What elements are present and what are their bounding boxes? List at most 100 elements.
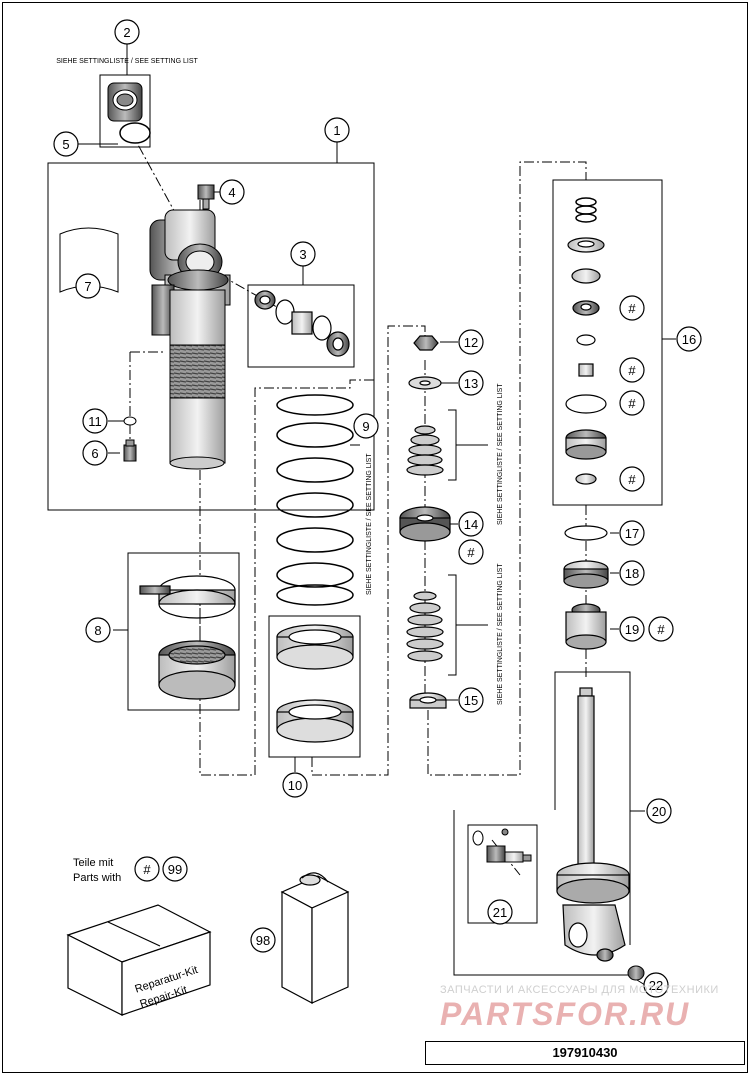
box-shock-assembly: [47, 162, 375, 511]
callout-20: 20: [646, 798, 672, 824]
callout-6: 6: [82, 440, 108, 466]
callout-16-hash-d: #: [619, 466, 645, 492]
setting-note-lower-stack: SIEHE SETTINGLISTE / SEE SETTING LIST: [497, 563, 504, 705]
item-17-o-ring: [564, 525, 608, 541]
svg-text:7: 7: [84, 279, 91, 294]
svg-text:#: #: [143, 862, 151, 877]
group-boxes: [47, 74, 663, 976]
item-7-label-sheet: [59, 227, 119, 293]
watermark-logo: PARTSFOR.RU: [440, 996, 691, 1032]
callout-21: 21: [487, 899, 513, 925]
box-item-20-right: [554, 671, 631, 945]
item-10-spring-seats: [276, 624, 354, 743]
callout-1: 1: [324, 117, 350, 143]
svg-text:5: 5: [62, 137, 69, 152]
callout-10: 10: [282, 772, 308, 798]
callout-14-hash: #: [458, 539, 484, 565]
callout-11: 11: [82, 408, 108, 434]
setting-note-item-9: SIEHE SETTINGLISTE / SEE SETTING LIST: [366, 453, 373, 595]
item-9-spring: [276, 394, 354, 606]
lower-shim-stack: [406, 591, 444, 662]
callout-16-hash-c: #: [619, 390, 645, 416]
item-4-bolt: [197, 184, 215, 210]
svg-text:16: 16: [682, 332, 696, 347]
svg-text:11: 11: [88, 414, 102, 429]
svg-text:8: 8: [94, 623, 101, 638]
item-22-bushing: [627, 965, 645, 981]
svg-text:1: 1: [333, 123, 340, 138]
callouts: 2 5 1 4 3 7 11 6 9 8 10 12 13 14 # 15 16…: [53, 19, 702, 998]
svg-text:#: #: [657, 622, 665, 637]
item-5-o-ring: [119, 122, 151, 144]
callout-4: 4: [219, 179, 245, 205]
drawing-number-box: 197910430: [425, 1041, 745, 1065]
upper-shim-stack: [406, 425, 444, 476]
right-column-parts: [563, 525, 609, 650]
item-98-oil-can: [280, 872, 350, 1004]
item-99-repair-kit-box: [66, 904, 212, 1016]
item-3-bearing-set: [254, 290, 350, 357]
item-8-clamp-nut: [139, 575, 236, 700]
middle-column-parts: [399, 335, 451, 709]
callout-13: 13: [458, 370, 484, 396]
svg-text:2: 2: [123, 25, 130, 40]
callout-19: 19: [619, 616, 645, 642]
callout-18: 18: [619, 560, 645, 586]
svg-text:4: 4: [228, 185, 235, 200]
svg-text:15: 15: [464, 693, 478, 708]
callout-9: 9: [353, 413, 379, 439]
parts-with-en: Parts with: [73, 872, 121, 884]
svg-text:#: #: [628, 472, 636, 487]
svg-text:6: 6: [91, 446, 98, 461]
svg-text:3: 3: [299, 247, 306, 262]
callout-14: 14: [458, 511, 484, 537]
svg-text:18: 18: [625, 566, 639, 581]
svg-text:12: 12: [464, 335, 478, 350]
svg-text:#: #: [467, 545, 475, 560]
callout-22: 22: [643, 972, 669, 998]
setting-note-upper-stack: SIEHE SETTINGLISTE / SEE SETTING LIST: [497, 383, 504, 525]
svg-text:98: 98: [256, 933, 270, 948]
box-item-16: [552, 179, 663, 506]
parts-with-de: Teile mit: [73, 857, 113, 869]
callout-7: 7: [75, 273, 101, 299]
watermark-tagline: ЗАПЧАСТИ И АКСЕССУАРЫ ДЛЯ МОТОТЕХНИКИ: [440, 984, 719, 996]
item-21-valve-parts: [472, 828, 532, 863]
box-item-20-left: [453, 810, 630, 976]
svg-text:9: 9: [362, 419, 369, 434]
callout-5: 5: [53, 131, 79, 157]
svg-text:10: 10: [288, 778, 302, 793]
svg-text:13: 13: [464, 376, 478, 391]
drawing-number: 197910430: [552, 1045, 618, 1060]
svg-text:14: 14: [464, 517, 478, 532]
callout-2: 2: [114, 19, 140, 45]
callout-3: 3: [290, 241, 316, 267]
item-12-nut: [413, 335, 439, 351]
item-6-bleed-screw: [123, 439, 137, 462]
svg-text:19: 19: [625, 622, 639, 637]
callout-15: 15: [458, 687, 484, 713]
callout-parts-hash: #: [134, 856, 160, 882]
svg-text:#: #: [628, 363, 636, 378]
callout-19-hash: #: [648, 616, 674, 642]
box-item-3: [247, 284, 355, 368]
svg-text:22: 22: [649, 978, 663, 993]
callout-12: 12: [458, 329, 484, 355]
item-2-valve-drawing: [107, 82, 143, 122]
callout-16-hash-b: #: [619, 357, 645, 383]
item-1-shock-body: [149, 209, 231, 470]
callout-98: 98: [250, 927, 276, 953]
setting-note-item-2: SIEHE SETTINGLISTE / SEE SETTING LIST: [56, 58, 198, 65]
box-item-2: [99, 74, 151, 148]
svg-text:21: 21: [493, 905, 507, 920]
svg-text:#: #: [628, 396, 636, 411]
svg-text:20: 20: [652, 804, 666, 819]
box-item-8: [127, 552, 240, 711]
callout-17: 17: [619, 520, 645, 546]
callout-16: 16: [676, 326, 702, 352]
item-16-stack: [565, 197, 607, 485]
callout-8: 8: [85, 617, 111, 643]
svg-text:#: #: [628, 301, 636, 316]
